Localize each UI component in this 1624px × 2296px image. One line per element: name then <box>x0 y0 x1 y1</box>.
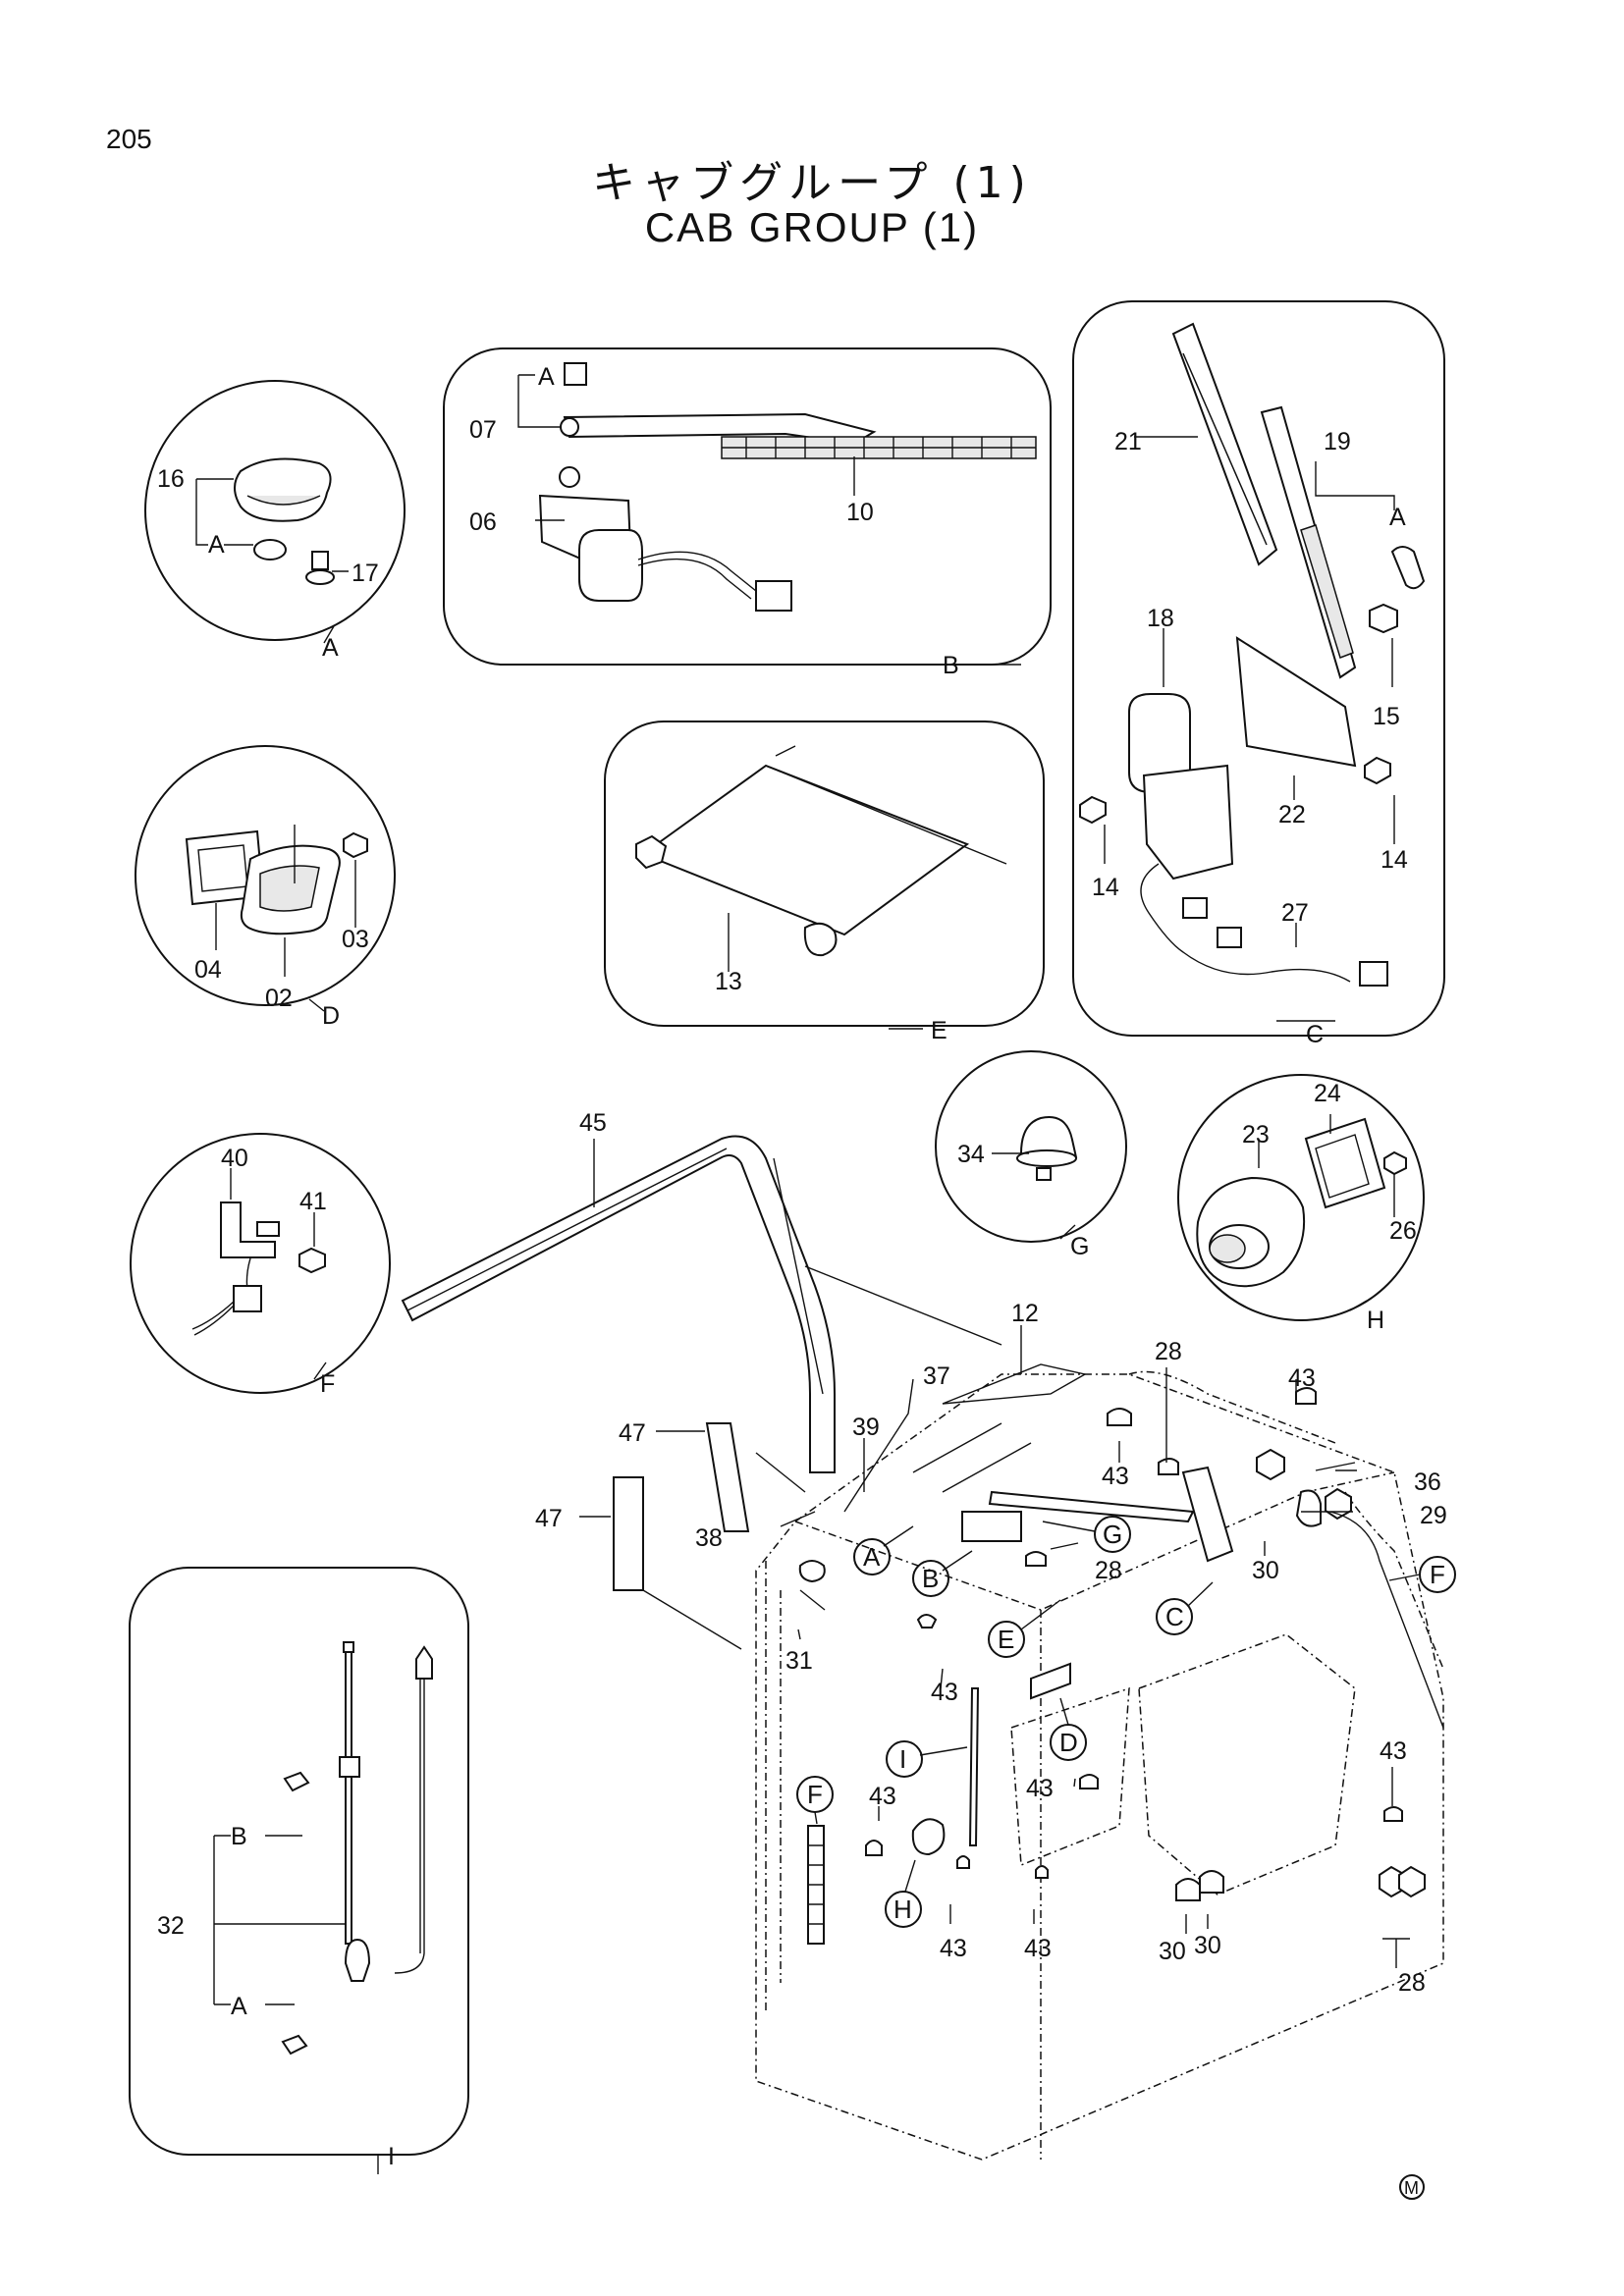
part-label-19: 19 <box>1324 428 1351 455</box>
part-label-30-bottom-1: 30 <box>1159 1938 1186 1965</box>
part-label-45: 45 <box>579 1109 607 1137</box>
page-number: 205 <box>106 124 152 154</box>
part-label-47-bottom: 47 <box>535 1505 563 1532</box>
part-label-14-right: 14 <box>1380 846 1408 874</box>
part-label-28-top: 28 <box>1155 1338 1182 1365</box>
callout-f-left: F <box>807 1780 823 1809</box>
part-label-07: 07 <box>469 416 497 444</box>
part-label-30-top: 30 <box>1252 1557 1279 1584</box>
title-english: CAB GROUP (1) <box>644 204 980 250</box>
part-label-17: 17 <box>352 560 379 587</box>
part-label-37: 37 <box>923 1362 950 1390</box>
detail-e-sunshade: 13 E <box>604 721 1045 1044</box>
detail-i-antenna: B 32 A I <box>129 1567 469 2174</box>
part-label-43-top-right: 43 <box>1288 1364 1316 1392</box>
detail-d-handle: 03 04 02 D <box>135 745 396 1030</box>
detail-ref-a-c: A <box>1389 504 1406 531</box>
m-mark: M <box>1399 2174 1425 2200</box>
title-japanese: キャブグループ (1) <box>592 158 1032 208</box>
part-label-41: 41 <box>299 1188 327 1215</box>
part-label-38: 38 <box>695 1524 723 1552</box>
part-label-43-roof: 43 <box>1102 1463 1129 1490</box>
callout-i: I <box>899 1744 906 1774</box>
part-label-43-mid: 43 <box>931 1679 958 1706</box>
part-label-30-bottom-2: 30 <box>1194 1932 1221 1959</box>
part-label-22: 22 <box>1278 801 1306 828</box>
detail-g-grommet: 34 G <box>935 1050 1127 1260</box>
detail-ref-a-i: A <box>231 1993 247 2020</box>
part-label-43-center: 43 <box>1026 1775 1054 1802</box>
detail-ref-a-b: A <box>538 363 555 391</box>
detail-b-wiper: A 07 06 10 B <box>443 347 1052 679</box>
detail-letter-e: E <box>931 1017 947 1044</box>
detail-a-lamp: 16 A 17 A <box>144 380 406 662</box>
part-label-12: 12 <box>1011 1300 1039 1327</box>
callout-f-right: F <box>1430 1560 1445 1589</box>
part-label-29: 29 <box>1420 1502 1447 1529</box>
main-cab-assembly: 45 47 47 <box>401 1109 1456 2161</box>
callout-e: E <box>998 1625 1014 1654</box>
callout-a: A <box>863 1542 881 1572</box>
part-label-04: 04 <box>194 956 222 984</box>
part-label-28-mid: 28 <box>1095 1557 1122 1584</box>
part-label-43-right: 43 <box>1380 1737 1407 1765</box>
callout-c: C <box>1165 1602 1184 1631</box>
callout-d: D <box>1059 1728 1078 1757</box>
part-label-31: 31 <box>785 1647 813 1675</box>
part-label-26: 26 <box>1389 1217 1417 1245</box>
part-label-13: 13 <box>715 968 742 995</box>
part-label-34: 34 <box>957 1141 985 1168</box>
part-label-43-bottom-2: 43 <box>1024 1935 1052 1962</box>
detail-ref-a: A <box>208 531 225 559</box>
detail-letter-g: G <box>1070 1233 1089 1260</box>
m-mark-letter: M <box>1404 2178 1419 2198</box>
part-label-24: 24 <box>1314 1080 1341 1107</box>
part-label-39: 39 <box>852 1414 880 1441</box>
part-label-16: 16 <box>157 465 185 493</box>
part-label-32: 32 <box>157 1912 185 1940</box>
part-label-18: 18 <box>1147 605 1174 632</box>
detail-ref-b-i: B <box>231 1823 247 1850</box>
part-label-36: 36 <box>1414 1468 1441 1496</box>
detail-letter-h: H <box>1367 1307 1384 1334</box>
part-label-03: 03 <box>342 926 369 953</box>
part-label-14-left: 14 <box>1092 874 1119 901</box>
detail-letter-d: D <box>322 1002 340 1030</box>
part-label-23: 23 <box>1242 1121 1270 1148</box>
part-label-43-left: 43 <box>869 1783 896 1810</box>
part-label-47-top: 47 <box>619 1419 646 1447</box>
detail-c-wiper: 21 19 A 18 15 22 14 14 27 C <box>1072 300 1445 1048</box>
callout-b: B <box>922 1564 939 1593</box>
detail-h-speaker: 24 23 26 H <box>1177 1074 1425 1334</box>
part-label-06: 06 <box>469 508 497 536</box>
part-label-28-bottom: 28 <box>1398 1969 1426 1997</box>
detail-f-connector: 40 41 F <box>130 1133 391 1398</box>
callout-g: G <box>1103 1520 1122 1549</box>
detail-letter-c: C <box>1306 1021 1324 1048</box>
part-label-27: 27 <box>1281 899 1309 927</box>
part-label-21: 21 <box>1114 428 1142 455</box>
part-label-43-bottom-1: 43 <box>940 1935 967 1962</box>
part-label-02: 02 <box>265 985 293 1012</box>
callout-h: H <box>893 1895 912 1924</box>
detail-letter-i: I <box>388 2143 395 2170</box>
detail-letter-b: B <box>943 652 959 679</box>
detail-letter-a: A <box>322 634 339 662</box>
detail-letter-f: F <box>320 1370 335 1398</box>
part-label-15: 15 <box>1373 703 1400 730</box>
part-label-10: 10 <box>846 499 874 526</box>
part-label-40: 40 <box>221 1145 248 1172</box>
